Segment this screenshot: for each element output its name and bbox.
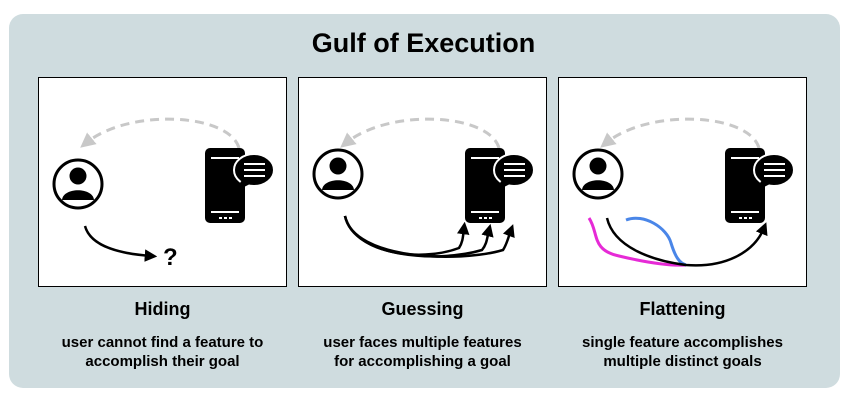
- chat-bubble-icon: [753, 153, 795, 192]
- flattening-illustration: [572, 117, 795, 267]
- black-goal-path: [605, 217, 768, 267]
- hiding-description: user cannot find a feature to accomplish…: [38, 333, 287, 371]
- hiding-description-line-1: user cannot find a feature to: [61, 334, 264, 351]
- flattening-title: Flattening: [639, 299, 726, 319]
- person-icon: [572, 148, 624, 200]
- lost-path-arrow: [83, 225, 158, 262]
- hiding-title: Hiding: [134, 299, 191, 319]
- flattening-description-line-1: single feature accomplishes: [582, 334, 783, 351]
- hiding-illustration: [52, 117, 275, 262]
- feedback-dashed-arrow: [340, 117, 501, 149]
- person-icon: [52, 158, 104, 210]
- diagram-title: Gulf of Execution: [311, 28, 536, 58]
- guess-path-3: [343, 215, 515, 258]
- flattening-description: single feature accomplishes multiple dis…: [558, 333, 807, 371]
- guessing-description: user faces multiple features for accompl…: [298, 333, 547, 371]
- person-icon: [312, 148, 364, 200]
- blue-goal-path: [625, 216, 687, 267]
- magenta-goal-path: [587, 217, 687, 267]
- feedback-dashed-arrow: [80, 117, 241, 149]
- chat-bubble-icon: [233, 153, 275, 192]
- chat-bubble-icon: [493, 153, 535, 192]
- question-mark: ?: [163, 244, 178, 271]
- guessing-description-line-2: for accomplishing a goal: [334, 353, 511, 370]
- panel-guessing: [298, 77, 547, 287]
- feedback-dashed-arrow: [600, 117, 761, 149]
- guessing-description-line-1: user faces multiple features: [323, 334, 522, 351]
- flattening-description-line-2: multiple distinct goals: [603, 353, 762, 370]
- hiding-description-line-2: accomplish their goal: [85, 353, 240, 370]
- guess-path-1: [343, 215, 470, 256]
- panel-hiding: ?: [38, 77, 287, 287]
- guessing-illustration: [312, 117, 535, 258]
- panel-flattening: [558, 77, 807, 287]
- guessing-title: Guessing: [381, 299, 464, 319]
